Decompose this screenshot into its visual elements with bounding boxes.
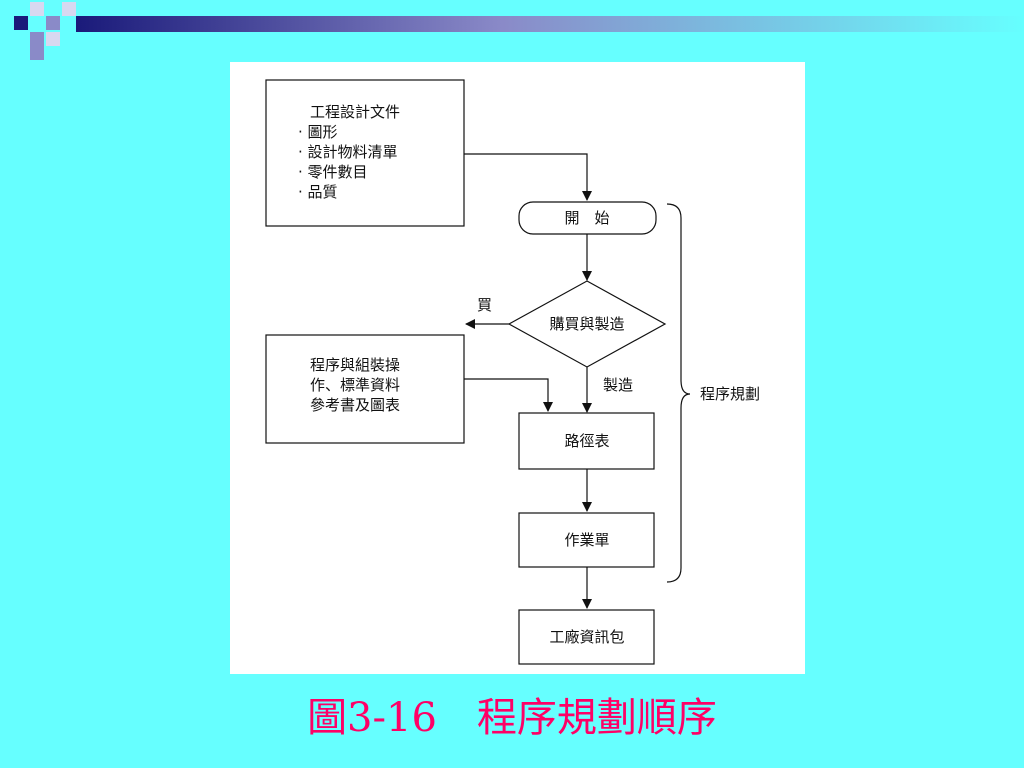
- make-label: 製造: [603, 376, 633, 394]
- reference-box: [265, 334, 465, 444]
- work-order-label: 作業單: [564, 531, 609, 549]
- design-docs-item: · 設計物料清單: [298, 143, 398, 161]
- decision-label: 購買與製造: [549, 315, 624, 333]
- decoration-square: [30, 46, 44, 60]
- design-docs-item: · 品質: [298, 183, 338, 201]
- design-docs-box: [265, 79, 465, 227]
- decoration-square: [46, 16, 60, 30]
- reference-line: 參考書及圖表: [310, 396, 400, 414]
- buy-label: 買: [477, 296, 492, 314]
- title-decoration: [14, 2, 1024, 60]
- decoration-square: [30, 2, 44, 16]
- connector-reference-to-routing: [464, 378, 553, 412]
- design-docs-item: · 圖形: [298, 123, 338, 141]
- decoration-square: [30, 32, 44, 46]
- start-label: 開 始: [564, 209, 609, 227]
- design-docs-item: · 零件數目: [298, 163, 368, 181]
- diagram-panel: 工程設計文件 · 圖形 · 設計物料清單 · 零件數目 · 品質 開 始 購買與…: [230, 62, 805, 674]
- factory-package-label: 工廠資訊包: [549, 628, 624, 646]
- routing-label: 路徑表: [564, 432, 609, 450]
- figure-caption: 圖3-16 程序規劃順序: [307, 695, 717, 741]
- decoration-square: [14, 16, 28, 30]
- bracket-label: 程序規劃: [700, 385, 760, 403]
- process-planning-brace: [666, 203, 691, 583]
- decoration-square: [62, 2, 76, 16]
- reference-line: 程序與組裝操: [310, 356, 400, 374]
- decoration-bar: [76, 16, 1024, 32]
- connector-docs-to-start: [464, 153, 592, 201]
- design-docs-title: 工程設計文件: [310, 103, 400, 121]
- process-planning-flowchart: 工程設計文件 · 圖形 · 設計物料清單 · 零件數目 · 品質 開 始 購買與…: [265, 79, 760, 665]
- factory-package-box: [518, 609, 655, 665]
- reference-line: 作、標準資料: [310, 376, 400, 394]
- decoration-square: [46, 32, 60, 46]
